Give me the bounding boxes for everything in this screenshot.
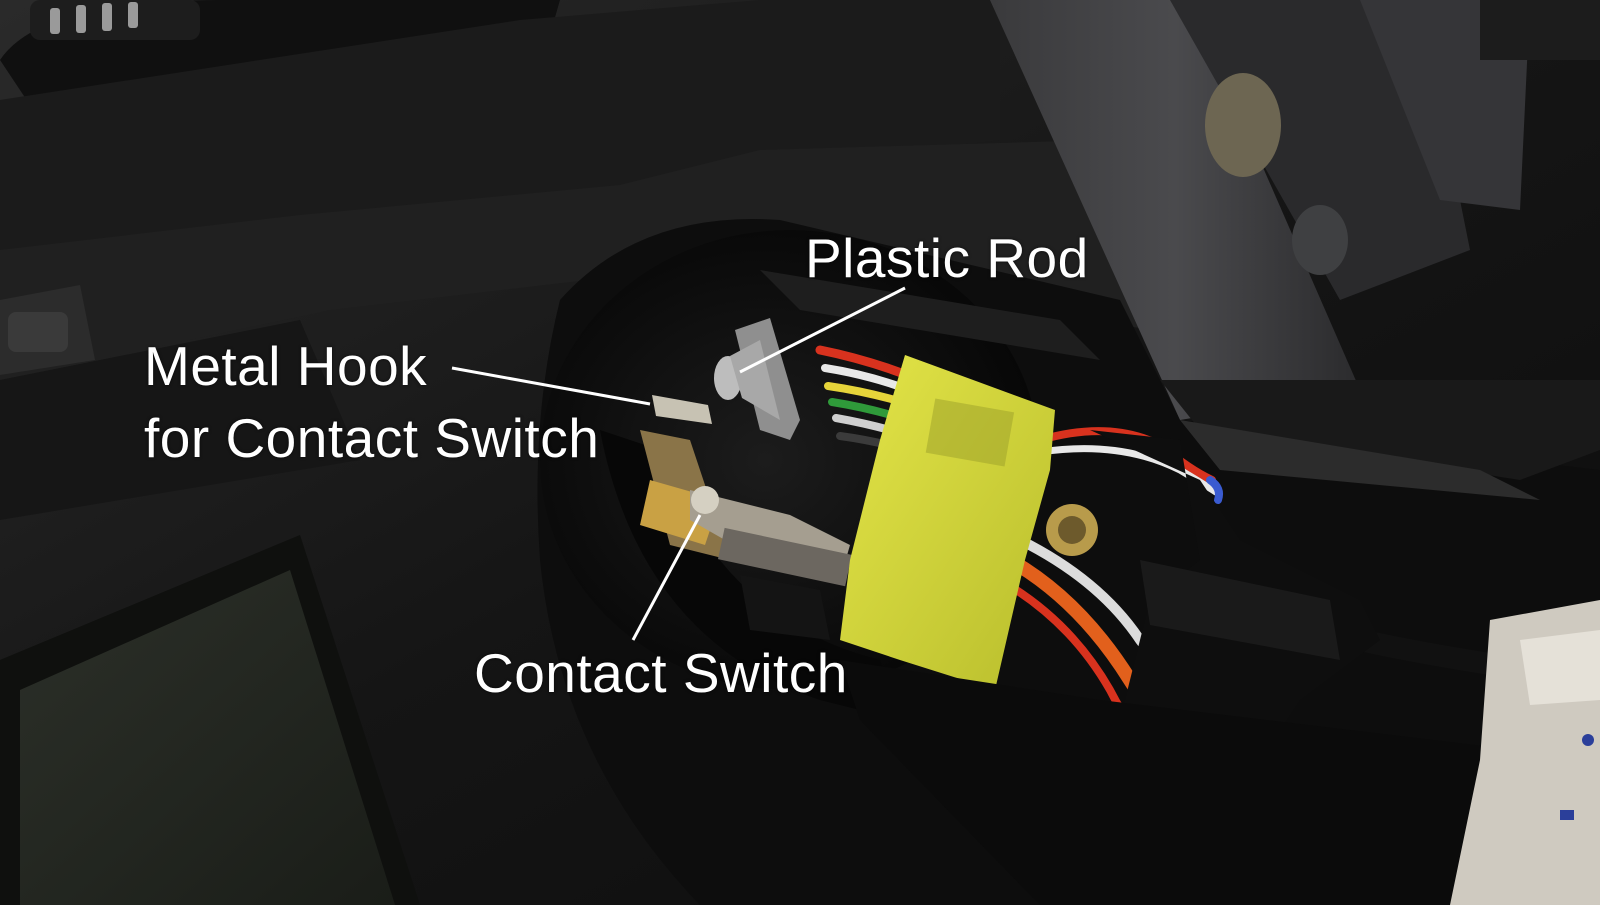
plastic-rod-label: Plastic Rod <box>805 227 1089 289</box>
plastic-rod-part <box>714 318 800 440</box>
leader-lines <box>451 286 906 641</box>
connector-block <box>1046 430 1380 760</box>
contact-switch-label: Contact Switch <box>474 642 848 704</box>
left-controls <box>0 285 360 520</box>
cable-label <box>1450 600 1600 905</box>
rod-leader-line <box>739 286 906 374</box>
contact-switch-part <box>690 486 852 640</box>
switch-leader-line <box>631 514 702 641</box>
hot-shoe <box>990 0 1600 420</box>
metal-hook-label-line1: Metal Hook <box>144 335 428 397</box>
hook-leader-line <box>451 366 651 406</box>
metal-hook-label-line2: for Contact Switch <box>144 407 600 469</box>
metal-hook-label: Metal Hook for Contact Switch <box>144 330 599 474</box>
plastic-bracket <box>760 270 1600 500</box>
lcd-screen <box>0 535 420 905</box>
